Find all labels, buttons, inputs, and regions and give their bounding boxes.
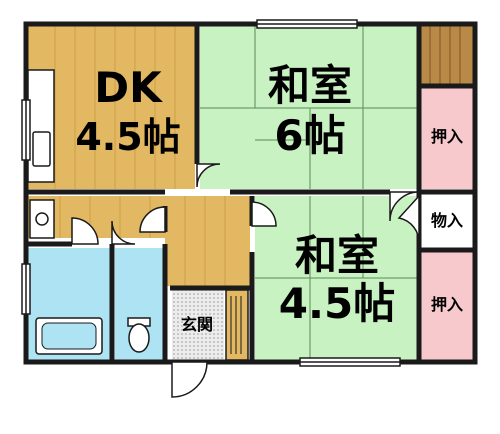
washitsu-bottom-tatami-lines (255, 196, 418, 360)
dk-room-name: DK (94, 63, 163, 112)
stairs-wood (421, 26, 473, 84)
doors (71, 163, 420, 398)
washitsu-top-size: 6帖 (274, 111, 345, 160)
basin-bowl (35, 212, 49, 226)
entrance-label: 玄関 (181, 315, 213, 334)
hallway-grain (59, 196, 226, 286)
corridor-floor (165, 196, 250, 286)
bathtub-inner (41, 322, 97, 350)
stairs-lines (429, 26, 461, 84)
entrance-floor (172, 290, 224, 360)
dk-floor (28, 26, 195, 189)
washitsu-top-tatami-lines (200, 26, 418, 189)
shoe-cabinet (225, 289, 249, 361)
oshiire-top-label: 押入 (431, 127, 463, 146)
kitchen-sink (32, 131, 51, 167)
oshiire-top-floor (421, 84, 473, 189)
shoe-cabinet-shelves (230, 296, 242, 354)
dk-floor-grain (54, 26, 176, 189)
monoire-label: 物入 (431, 211, 463, 230)
washitsu-top-name: 和室 (268, 61, 352, 110)
walls (23, 21, 478, 365)
dk-room-size: 4.5帖 (75, 115, 180, 159)
windows (21, 19, 401, 367)
washitsu-bottom-size: 4.5帖 (279, 279, 395, 328)
monoire-floor (421, 196, 473, 248)
washitsu-bottom-name: 和室 (295, 231, 379, 280)
oshiire-bottom-label: 押入 (431, 295, 463, 314)
oshiire-bottom-floor (421, 252, 473, 360)
toilet-bowl (128, 323, 150, 353)
